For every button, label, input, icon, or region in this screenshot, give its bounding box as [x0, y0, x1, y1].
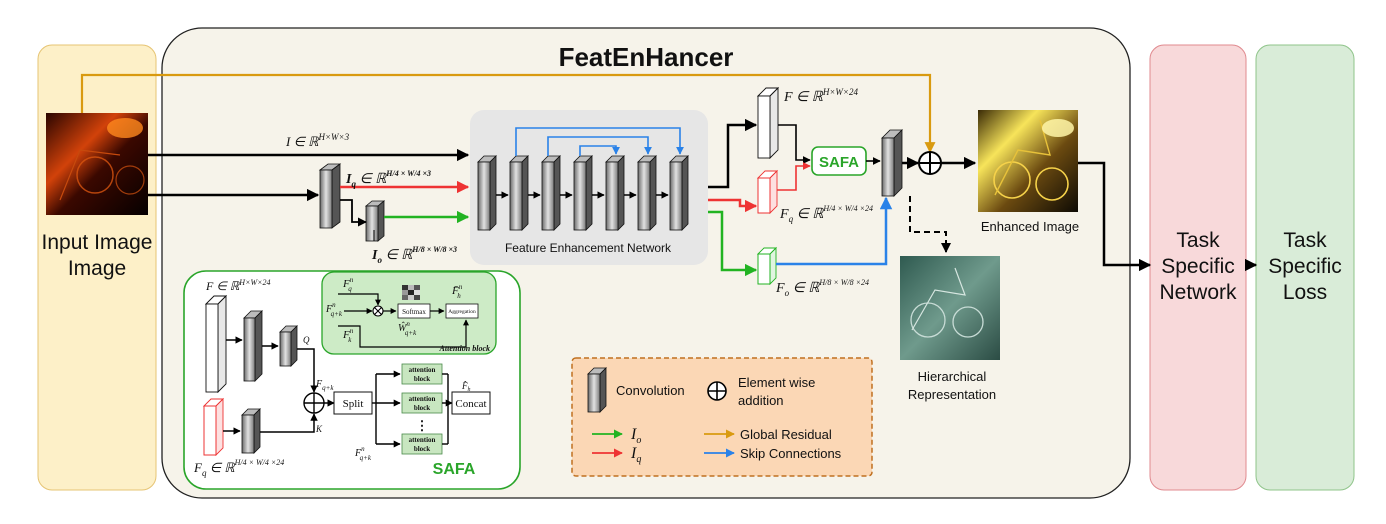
svg-text:block: block: [414, 445, 430, 453]
concat-label: Concat: [455, 398, 486, 410]
attention-ellipsis: ⋮: [416, 418, 429, 433]
task-network-label-1: Task: [1176, 229, 1220, 252]
conv1-to-conv2-arrow: [340, 199, 367, 227]
attention-block-3: attention block: [401, 433, 443, 455]
safa-F-block: [204, 294, 228, 394]
heatmap-icon: [402, 285, 420, 300]
input-image-label-1: Input Image: [42, 231, 153, 254]
legend-box: [571, 357, 873, 477]
global-residual-arrow: [80, 73, 936, 154]
aggregation-label: Aggregation: [448, 309, 476, 315]
safa-k-label: K: [315, 424, 323, 434]
enhanced-image-label: Enhanced Image: [981, 219, 1079, 234]
safa-add-icon: [303, 392, 325, 414]
element-wise-add-icon: [918, 151, 942, 175]
input-image: [46, 113, 148, 215]
Fo-to-fuse-arrow: [776, 196, 893, 266]
legend-skip-connections: Skip Connections: [740, 446, 842, 461]
input-image-label-2: Image: [68, 257, 126, 280]
enhancement-conv-blocks: [477, 155, 689, 231]
legend-conv-icon: [587, 367, 607, 413]
svg-text:block: block: [414, 404, 430, 412]
legend-add-icon: [707, 381, 727, 401]
legend-element-wise-1: Element wise: [738, 375, 815, 390]
enh-to-F-arrow: [708, 118, 758, 189]
hierarchical-dashed-arrow: [909, 196, 951, 253]
concat-box: [451, 391, 491, 415]
attention-block-2: attention block: [401, 392, 443, 414]
safa-q-to-add: [297, 348, 318, 393]
hierarchical-representation-image: [900, 256, 1000, 360]
attention-k-line: [338, 319, 469, 348]
legend-global-residual: Global Residual: [740, 427, 832, 442]
attention-block-caption: Attention block: [439, 344, 490, 353]
safa-q-label: Q: [303, 335, 310, 345]
split-to-blocks: [372, 370, 401, 448]
multiply-icon: [372, 305, 384, 317]
svg-text:attention: attention: [409, 436, 436, 444]
hierarchical-label-2: Representation: [908, 387, 996, 402]
svg-text:block: block: [414, 375, 430, 383]
enh-to-Fq-arrow: [708, 198, 758, 213]
concat-Fh-label: F̂h: [461, 381, 471, 393]
fusion-conv-block: [881, 129, 903, 197]
feature-F-block: [756, 86, 780, 160]
task-loss-label-1: Task: [1283, 229, 1327, 252]
safa-conv-F: [243, 310, 263, 382]
blocks-to-concat: [442, 373, 453, 445]
task-loss-label-2: Specific: [1268, 255, 1342, 278]
safa-label: SAFA: [819, 154, 859, 171]
attention-block-1: attention block: [401, 363, 443, 385]
attention-q-line: [338, 293, 381, 306]
legend-io: Io: [630, 426, 641, 446]
feature-Fq-block: [756, 169, 779, 215]
enhanced-to-task-arrow: [1078, 161, 1152, 272]
split-label: Split: [343, 398, 364, 410]
task-network-label-3: Network: [1159, 281, 1237, 304]
legend-iq: Iq: [630, 445, 641, 465]
downsample-conv-2: [364, 200, 386, 242]
svg-text:attention: attention: [409, 395, 436, 403]
aggregation-box: [445, 303, 479, 319]
svg-text:attention: attention: [409, 366, 436, 374]
hierarchical-label-1: Hierarchical: [918, 369, 987, 384]
safa-conv-k: [241, 408, 261, 454]
task-loss-label-3: Loss: [1283, 281, 1327, 304]
legend-convolution: Convolution: [616, 383, 685, 398]
panel-title: FeatEnHancer: [559, 42, 734, 72]
safa-conv-q: [279, 325, 298, 367]
skip-connections: [515, 127, 684, 156]
F-to-safa-arrow: [778, 124, 811, 164]
safa-k-to-add: [260, 413, 318, 433]
feature-Fo-block: [756, 246, 778, 286]
softmax-label: Softmax: [402, 308, 426, 316]
enhanced-image: [978, 110, 1078, 212]
safa-Fq-block: [202, 397, 225, 457]
Fq-to-safa-arrow: [777, 162, 811, 191]
safa-detail-title: SAFA: [433, 461, 476, 478]
legend-element-wise-2: addition: [738, 393, 784, 408]
task-network-label-2: Specific: [1161, 255, 1235, 278]
downsample-conv-1: [318, 163, 342, 229]
enhancement-network-label: Feature Enhancement Network: [505, 241, 672, 255]
enh-to-Fo-arrow: [708, 210, 758, 277]
